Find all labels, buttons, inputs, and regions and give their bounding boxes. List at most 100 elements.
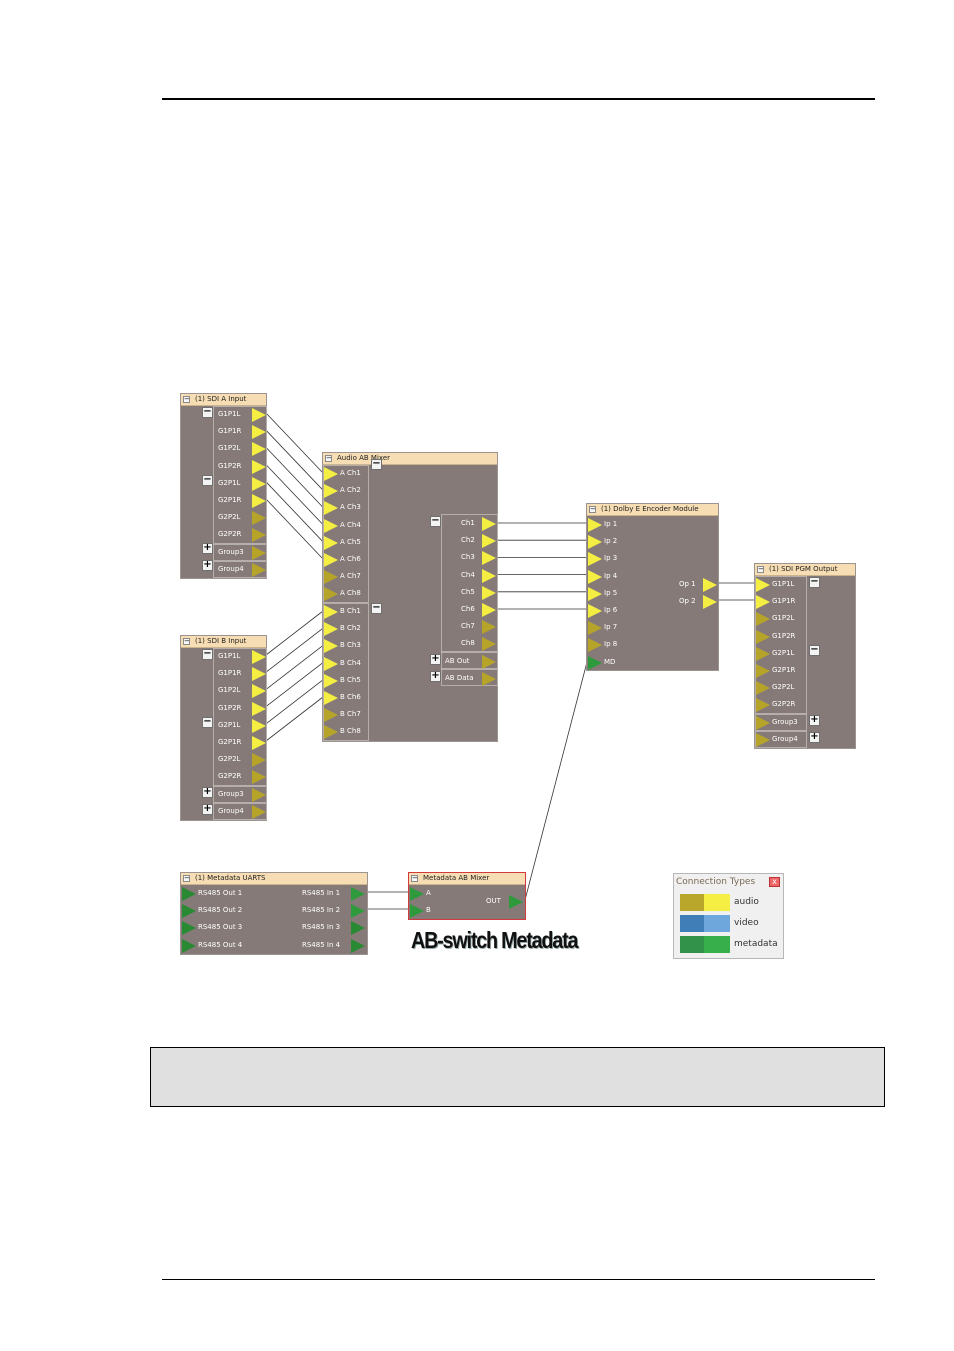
audio-port-arrow-icon[interactable] <box>324 501 338 516</box>
metadata-port-arrow-icon[interactable] <box>182 887 196 901</box>
port-g2p1r[interactable]: G2P1R <box>214 492 268 509</box>
wire-sdi-a-to-mixer[interactable] <box>265 481 324 543</box>
port-ch4[interactable]: Ch4 <box>442 567 498 584</box>
port-g1p2l[interactable]: G1P2L <box>214 440 268 457</box>
module-title-bar[interactable]: −Audio AB Mixer <box>323 453 497 465</box>
port-g2p1l[interactable]: G2P1L <box>214 475 268 492</box>
audio-port-arrow-icon[interactable] <box>324 518 338 533</box>
metadata-port-arrow-icon[interactable] <box>588 655 602 670</box>
audio-port-arrow-icon[interactable] <box>252 476 266 491</box>
audio-port-arrow-icon[interactable] <box>756 646 770 661</box>
module-title-bar[interactable]: −(1) Metadata UARTS <box>181 873 367 885</box>
port-b-ch2[interactable]: B Ch2 <box>323 620 369 637</box>
module-title-bar[interactable]: −Metadata AB Mixer <box>409 873 525 885</box>
port-ch3[interactable]: Ch3 <box>442 549 498 566</box>
port-ip-4[interactable]: Ip 4 <box>587 568 637 585</box>
collapse-b-group-icon[interactable]: − <box>371 602 382 614</box>
port-rs485-in-2[interactable]: RS485 In 2 <box>301 902 368 919</box>
audio-port-arrow-icon[interactable] <box>756 578 770 592</box>
wire-sdi-a-to-mixer[interactable] <box>265 412 324 474</box>
port-a-ch2[interactable]: A Ch2 <box>323 482 369 499</box>
metadata-port-arrow-icon[interactable] <box>182 921 196 936</box>
expand-group3-icon[interactable]: + <box>202 542 213 554</box>
port-g1p1r[interactable]: G1P1R <box>755 593 807 610</box>
audio-port-arrow-icon[interactable] <box>756 715 770 730</box>
wire-sdi-a-to-mixer[interactable] <box>265 498 324 560</box>
port-ch1[interactable]: Ch1 <box>442 515 498 532</box>
audio-port-arrow-icon[interactable] <box>588 535 602 550</box>
wire-sdi-a-to-mixer[interactable] <box>265 464 324 525</box>
audio-port-arrow-icon[interactable] <box>252 562 266 577</box>
port-md[interactable]: MD <box>587 654 637 671</box>
audio-port-arrow-icon[interactable] <box>482 551 496 566</box>
expand-group3-icon[interactable]: + <box>202 786 213 798</box>
expand-group4-icon[interactable]: + <box>809 731 820 743</box>
audio-port-arrow-icon[interactable] <box>252 545 266 560</box>
audio-port-arrow-icon[interactable] <box>324 639 338 654</box>
port-ip-2[interactable]: Ip 2 <box>587 533 637 550</box>
wire-sdi-b-to-mixer[interactable] <box>265 627 324 673</box>
port-b-ch5[interactable]: B Ch5 <box>323 672 369 689</box>
port-g1p1l[interactable]: G1P1L <box>214 648 268 665</box>
audio-port-arrow-icon[interactable] <box>588 552 602 567</box>
expand-group4-icon[interactable]: + <box>202 803 213 815</box>
audio-port-arrow-icon[interactable] <box>588 638 602 653</box>
audio-port-arrow-icon[interactable] <box>252 736 266 750</box>
audio-port-arrow-icon[interactable] <box>252 408 266 422</box>
wire-sdi-b-to-mixer[interactable] <box>265 696 324 742</box>
audio-port-arrow-icon[interactable] <box>588 586 602 601</box>
port-ip-8[interactable]: Ip 8 <box>587 636 637 653</box>
port-ch8[interactable]: Ch8 <box>442 635 498 652</box>
port-ip-6[interactable]: Ip 6 <box>587 602 637 619</box>
audio-port-arrow-icon[interactable] <box>482 517 496 531</box>
audio-port-arrow-icon[interactable] <box>252 425 266 440</box>
port-ch6[interactable]: Ch6 <box>442 601 498 618</box>
metadata-port-arrow-icon[interactable] <box>182 904 196 919</box>
port-g2p2l[interactable]: G2P2L <box>214 751 268 768</box>
metadata-port-arrow-icon[interactable] <box>410 887 424 901</box>
port-g1p1r[interactable]: G1P1R <box>214 665 268 682</box>
port-a-ch4[interactable]: A Ch4 <box>323 517 369 534</box>
port-ip-1[interactable]: Ip 1 <box>587 516 637 533</box>
module-title-bar[interactable]: −(1) SDI PGM Output <box>755 564 855 576</box>
port-a-ch7[interactable]: A Ch7 <box>323 568 369 585</box>
port-ip-5[interactable]: Ip 5 <box>587 585 637 602</box>
collapse-out-group-icon[interactable]: − <box>430 515 441 527</box>
port-b-ch1[interactable]: B Ch1 <box>323 603 369 620</box>
audio-port-arrow-icon[interactable] <box>252 528 266 543</box>
port-group3[interactable]: Group3 <box>214 786 268 803</box>
port-rs485-in-4[interactable]: RS485 In 4 <box>301 937 368 954</box>
port-ip-7[interactable]: Ip 7 <box>587 619 637 636</box>
audio-port-arrow-icon[interactable] <box>252 718 266 733</box>
collapse-icon[interactable]: − <box>183 395 190 403</box>
audio-port-arrow-icon[interactable] <box>324 691 338 705</box>
port-ab-data[interactable]: AB Data <box>442 670 498 687</box>
port-g2p2l[interactable]: G2P2L <box>214 509 268 526</box>
port-g2p1r[interactable]: G2P1R <box>755 662 807 679</box>
port-ip-3[interactable]: Ip 3 <box>587 550 637 567</box>
expand-ab-data-icon[interactable]: + <box>430 670 441 682</box>
collapse-group2-icon[interactable]: − <box>809 644 820 656</box>
port-out[interactable]: OUT <box>483 893 525 910</box>
port-op-2[interactable]: Op 2 <box>677 593 719 610</box>
wire-sdi-b-to-mixer[interactable] <box>265 662 324 707</box>
audio-port-arrow-icon[interactable] <box>252 650 266 664</box>
port-b-ch8[interactable]: B Ch8 <box>323 723 369 740</box>
audio-port-arrow-icon[interactable] <box>324 467 338 481</box>
port-g1p1l[interactable]: G1P1L <box>214 406 268 423</box>
audio-port-arrow-icon[interactable] <box>252 701 266 716</box>
port-b-ch6[interactable]: B Ch6 <box>323 689 369 706</box>
audio-port-arrow-icon[interactable] <box>324 622 338 637</box>
metadata-port-arrow-icon[interactable] <box>410 904 424 919</box>
collapse-icon[interactable]: − <box>411 874 418 882</box>
metadata-port-arrow-icon[interactable] <box>351 938 365 953</box>
audio-port-arrow-icon[interactable] <box>324 484 338 499</box>
port-rs485-out-2[interactable]: RS485 Out 2 <box>181 902 261 919</box>
port-a-ch5[interactable]: A Ch5 <box>323 534 369 551</box>
port-rs485-out-1[interactable]: RS485 Out 1 <box>181 885 261 902</box>
wire-sdi-b-to-mixer[interactable] <box>265 679 324 725</box>
